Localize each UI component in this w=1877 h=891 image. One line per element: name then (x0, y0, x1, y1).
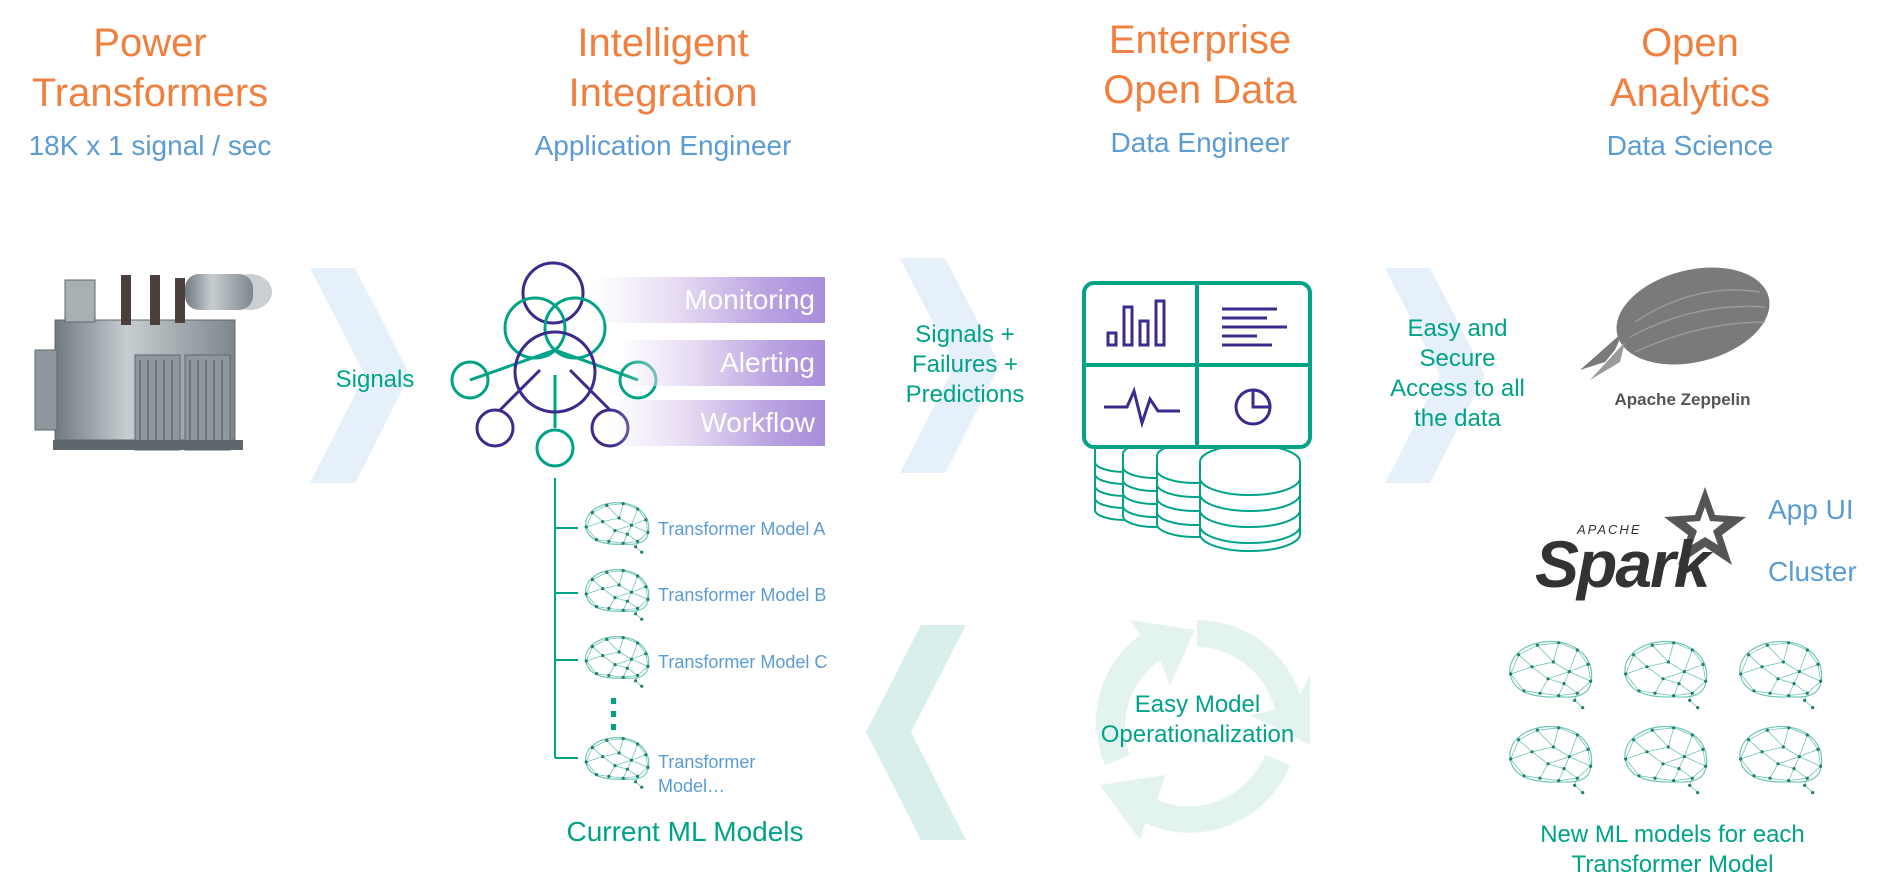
brain-icon (584, 737, 650, 789)
brain-icon (1509, 725, 1593, 795)
chevron-right-icon (310, 268, 410, 483)
model-label-a: Transformer Model A (658, 519, 826, 539)
brain-icon (1624, 640, 1708, 710)
model-tree-connector (554, 478, 578, 759)
flow-label-signals: Signals (335, 366, 415, 393)
spark-apache-label: APACHE (1577, 522, 1642, 537)
brain-icon (1739, 725, 1823, 795)
cycle-arrows-icon (1096, 619, 1310, 840)
spark-star-icon (1664, 487, 1746, 565)
column-subtitle: Data Engineer (1110, 127, 1290, 158)
database-icon (1094, 439, 1301, 552)
brain-icon (584, 569, 650, 621)
zeppelin-label: Apache Zeppelin (1614, 390, 1751, 409)
flow-label-signals-failures-predictions: Signals +Failures +Predictions (905, 321, 1025, 408)
brain-icon (1739, 640, 1823, 710)
chevron-right-icon (1385, 268, 1485, 483)
app-ui-label: App UI (1768, 494, 1854, 525)
model-label-b: Transformer Model B (658, 585, 827, 605)
dashboard-icon (1082, 281, 1312, 449)
current-ml-models-caption: Current ML Models (566, 816, 804, 847)
column-subtitle: Application Engineer (534, 130, 792, 161)
cluster-label: Cluster (1768, 556, 1857, 587)
chevron-left-icon (866, 625, 966, 840)
zeppelin-logo-icon (1580, 267, 1770, 380)
brain-icon (1509, 640, 1593, 710)
column-subtitle: Data Science (1606, 130, 1774, 161)
spark-wordmark: Spark (1535, 527, 1710, 601)
integration-bar-alerting: Alerting (620, 340, 825, 386)
spark-logo: APACHE Spark (1535, 487, 1755, 601)
integration-bar-monitoring: Monitoring (595, 277, 825, 323)
ellipsis-icon (611, 698, 616, 730)
integration-hub-icon (450, 261, 658, 468)
brain-icon (1624, 725, 1708, 795)
power-transformer-image (34, 274, 272, 451)
brain-icon (584, 502, 650, 554)
integration-bar-workflow: Workflow (610, 400, 825, 446)
chevron-right-icon (900, 258, 1000, 473)
column-subtitle: 18K x 1 signal / sec (28, 130, 272, 161)
model-label-c: Transformer Model C (658, 652, 828, 672)
brain-icon (584, 636, 650, 688)
